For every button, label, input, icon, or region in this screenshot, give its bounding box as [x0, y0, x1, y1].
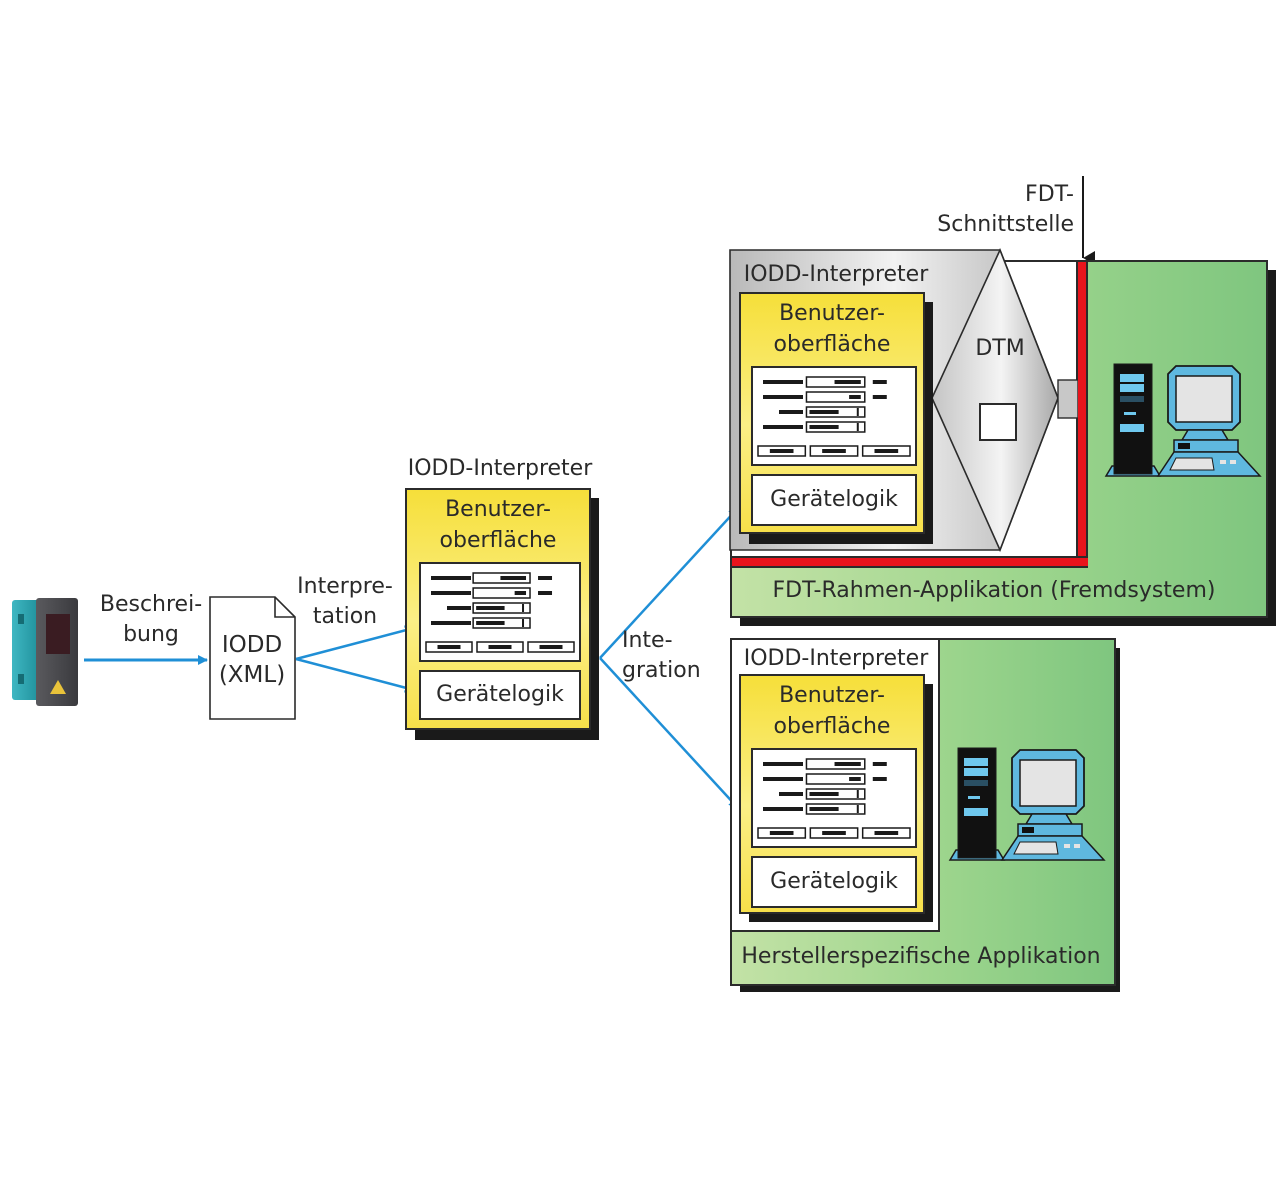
device-logic-label: Gerätelogik — [770, 487, 898, 512]
interpretation-label: Interpre- tation — [290, 572, 400, 632]
interpretation-label-line1: Interpre- — [297, 574, 393, 599]
form-label-line — [763, 777, 803, 781]
ui-title: Benutzer- oberfläche — [741, 680, 923, 742]
ui-title-line1: Benutzer- — [779, 301, 885, 326]
integration-label-line1: Inte- — [622, 628, 673, 653]
form-field-fill — [809, 425, 839, 429]
vendor-interpreter-title: IODD-Interpreter — [743, 646, 929, 671]
dtm-hexagon — [931, 248, 1059, 553]
vendor-computer-icons — [948, 746, 1108, 864]
form-field-fill — [500, 576, 527, 580]
form-field-fill — [809, 807, 839, 811]
form-unit-line — [872, 395, 887, 399]
form-field-fill — [834, 380, 861, 384]
vendor-interpreter: Benutzer- oberfläche Gerätelogik — [739, 674, 933, 926]
fdt-interface-label: FDT- Schnittstelle — [920, 180, 1074, 240]
device-logic-box: Gerätelogik — [419, 670, 581, 720]
user-interface-mockup — [419, 562, 581, 662]
form-field-fill — [476, 606, 505, 610]
server-tower-icon — [1104, 363, 1162, 477]
ui-title: Benutzer- oberfläche — [741, 298, 923, 360]
ui-title-line1: Benutzer- — [445, 497, 551, 522]
integration-arrow-vendor — [599, 657, 739, 809]
center-interpreter: Benutzer- oberfläche Gerätelogik — [405, 488, 599, 740]
form-label-line — [763, 395, 803, 399]
device-logic-box: Gerätelogik — [751, 474, 917, 526]
form-field-fill — [834, 762, 861, 766]
device-logic-label: Gerätelogik — [436, 682, 564, 707]
form-field-fill — [849, 777, 861, 781]
ui-title-line2: oberfläche — [439, 528, 557, 553]
form-field-fill — [809, 410, 839, 414]
form-field-fill — [809, 792, 839, 796]
form-field-fill — [514, 591, 527, 595]
ui-title-line2: oberfläche — [773, 714, 891, 739]
fdt-application-label: FDT-Rahmen-Applikation (Fremdsystem) — [772, 578, 1216, 603]
form-label-line — [447, 606, 471, 610]
interpretation-arrow-logic — [295, 657, 415, 693]
integration-label-line2: gration — [622, 658, 701, 683]
integration-label: Inte- gration — [622, 626, 712, 686]
form-label-line — [431, 591, 471, 595]
fdt-interface-bar-horizontal — [732, 556, 1088, 568]
iodd-file-line2: (XML) — [218, 662, 286, 688]
form-label-line — [779, 792, 803, 796]
fdt-interface-label-line2: Schnittstelle — [937, 212, 1074, 237]
form-label-line — [763, 380, 803, 384]
desktop-computer-icon — [1000, 749, 1106, 861]
iodd-file: IODD (XML) — [209, 596, 297, 720]
interpretation-arrow-ui — [295, 625, 415, 661]
form-label-line — [763, 425, 803, 429]
ui-title-line1: Benutzer- — [779, 683, 885, 708]
fdt-interface-label-line1: FDT- — [1025, 182, 1074, 207]
form-label-line — [431, 621, 471, 625]
form-unit-line — [872, 762, 887, 766]
dtm-label: DTM — [975, 336, 1025, 361]
form-mockup-graphic — [757, 758, 911, 839]
ui-title: Benutzer- oberfläche — [407, 494, 589, 556]
form-unit-line — [538, 591, 553, 595]
server-tower-icon — [948, 747, 1006, 861]
sensor-device — [10, 594, 82, 710]
form-field — [472, 587, 531, 599]
user-interface-mockup — [751, 748, 917, 848]
document-icon — [209, 596, 296, 720]
dtm-square-icon — [979, 403, 1017, 441]
device-logic-box: Gerätelogik — [751, 856, 917, 908]
description-label: Beschrei- bung — [96, 590, 206, 650]
form-label-line — [431, 576, 471, 580]
form-field-fill — [849, 395, 861, 399]
fdt-interpreter-title: IODD-Interpreter — [743, 262, 929, 287]
form-field — [805, 391, 866, 403]
form-label-line — [763, 762, 803, 766]
desktop-computer-icon — [1156, 365, 1262, 477]
iodd-file-line1: IODD — [221, 632, 283, 658]
fdt-computer-icons — [1104, 362, 1264, 480]
center-interpreter-title: IODD-Interpreter — [407, 456, 593, 481]
form-unit-line — [538, 576, 553, 580]
description-label-line2: bung — [123, 622, 179, 647]
integration-arrow-fdt — [599, 507, 739, 659]
form-unit-line — [872, 380, 887, 384]
ui-title-line2: oberfläche — [773, 332, 891, 357]
form-mockup-graphic — [757, 376, 911, 457]
interpretation-label-line2: tation — [312, 604, 378, 629]
form-label-line — [763, 807, 803, 811]
device-logic-label: Gerätelogik — [770, 869, 898, 894]
user-interface-mockup — [751, 366, 917, 466]
form-unit-line — [872, 777, 887, 781]
form-label-line — [779, 410, 803, 414]
fdt-interpreter: Benutzer- oberfläche Gerätelogik — [739, 292, 933, 544]
form-mockup-graphic — [425, 572, 575, 653]
photoelectric-sensor-icon — [12, 598, 78, 706]
form-field — [805, 773, 866, 785]
form-field-fill — [476, 621, 505, 625]
vendor-application-label: Herstellerspezifische Applikation — [741, 944, 1101, 969]
description-label-line1: Beschrei- — [99, 592, 203, 617]
